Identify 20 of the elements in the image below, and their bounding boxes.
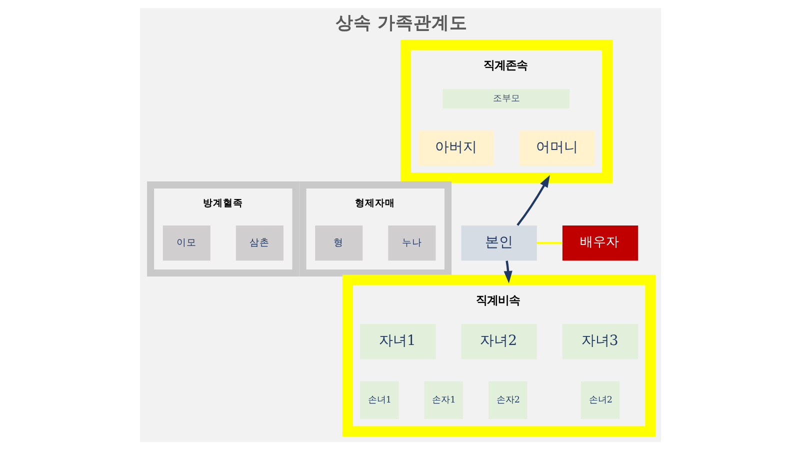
node-box: 자녀1 bbox=[360, 324, 436, 360]
node-box: 아버지 bbox=[418, 130, 494, 166]
node-box: 손자2 bbox=[488, 381, 527, 420]
arrow bbox=[503, 260, 512, 284]
node-box: 배우자 bbox=[562, 225, 638, 261]
node-box: 손녀2 bbox=[580, 381, 620, 420]
node-box: 삼촌 bbox=[235, 225, 283, 261]
node-box: 자녀2 bbox=[460, 324, 536, 360]
connector bbox=[536, 242, 562, 244]
node-box: 자녀3 bbox=[562, 324, 638, 360]
node-box: 형 bbox=[314, 225, 362, 261]
node-box: 손자1 bbox=[424, 381, 462, 420]
node-box: 이모 bbox=[162, 225, 210, 261]
node-box: 본인 bbox=[460, 225, 536, 261]
arrow bbox=[516, 175, 550, 226]
node-box: 조부모 bbox=[442, 89, 569, 108]
node-box: 어머니 bbox=[518, 130, 594, 166]
node-box: 손녀1 bbox=[360, 381, 398, 420]
diagram-title: 상속 가족관계도 bbox=[334, 13, 468, 34]
node-box: 누나 bbox=[388, 225, 436, 261]
